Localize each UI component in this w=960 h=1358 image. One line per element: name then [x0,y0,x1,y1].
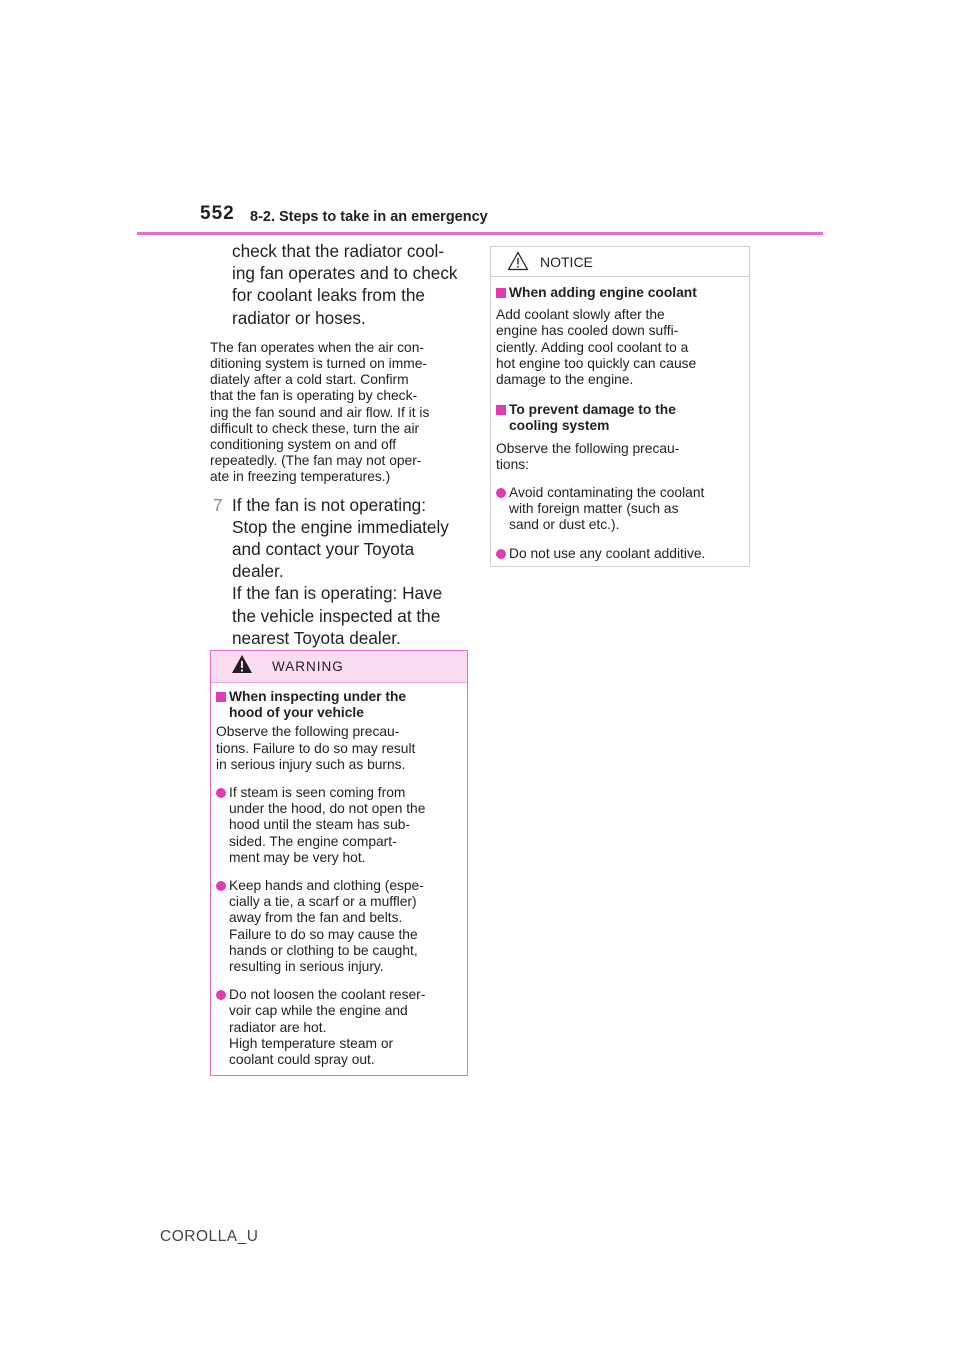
note-line: ing the fan sound and air flow. If it is [210,404,430,420]
para-line: ciently. Adding cool coolant to a [496,339,689,355]
notice-body: When adding engine coolant Add coolant s… [491,277,749,562]
bullet-line: Do not loosen the coolant reser- [229,987,426,1003]
warning-bullet-clothing: Keep hands and clothing (espe- cially a … [216,878,462,975]
warning-bullet-steam: If steam is seen coming from under the h… [216,785,462,866]
bullet-line: sand or dust etc.). [509,517,620,533]
heading-line: When inspecting under the [229,689,407,704]
warning-triangle-icon [232,655,252,673]
step-number: 7 [213,494,223,515]
heading-line: hood of your vehicle [229,705,364,721]
note-line: that the fan is operating by check- [210,388,418,404]
round-bullet-icon [216,788,226,799]
bullet-line: with foreign matter (such as [509,501,679,517]
note-line: diately after a cold start. Confirm [210,372,409,388]
step-line: If the fan is operating: Have [232,583,443,604]
notice-bullet-additive: Do not use any coolant additive. [496,546,744,562]
bullet-line: hands or clothing to be caught, [229,942,418,958]
note-line: repeatedly. (The fan may not oper- [210,453,422,469]
bullet-line: Keep hands and clothing (espe- [229,878,424,894]
bullet-line: If steam is seen coming from [229,785,406,801]
bullet-line: resulting in serious injury. [229,959,384,975]
para-line: Observe the following precau- [496,440,680,456]
heading-line: To prevent damage to the [509,402,676,418]
fan-note: The fan operates when the air con- ditio… [210,340,472,486]
bullet-line: radiator are hot. [229,1019,327,1035]
bullet-line: Avoid contaminating the coolant [509,485,705,501]
note-line: ditioning system is turned on imme- [210,356,428,372]
intro-line: Observe the following precau- [216,724,400,740]
square-bullet-icon [216,692,226,702]
notice-header: NOTICE [491,247,749,277]
bullet-line: under the hood, do not open the [229,801,426,817]
warning-intro: Observe the following precau- tions. Fai… [216,724,462,773]
heading-line: cooling system [509,418,610,434]
bullet-line: High temperature steam or [229,1035,394,1051]
lead-line: ing fan operates and to check [232,263,458,284]
notice-heading-prevent-damage: To prevent damage to the cooling system [496,402,744,434]
step-line: Stop the engine immediately [232,516,449,537]
notice-box: NOTICE When adding engine coolant Add co… [490,246,750,567]
caution-triangle-icon [507,251,529,271]
step-line: If the fan is not operating: [232,494,426,515]
lead-line: for coolant leaks from the [232,285,425,306]
round-bullet-icon [216,881,226,892]
lead-line: radiator or hoses. [232,307,366,328]
round-bullet-icon [496,548,506,559]
warning-label: WARNING [272,659,344,674]
header-rule [137,232,823,235]
para-line: tions: [496,456,529,472]
step-7: 7 If the fan is not operating: Stop the … [210,494,472,649]
bullet-line: ment may be very hot. [229,849,366,865]
left-column: check that the radiator cool- ing fan op… [210,240,472,649]
note-line: The fan operates when the air con- [210,339,424,355]
intro-line: tions. Failure to do so may result [216,740,416,756]
step-line: and contact your Toyota [232,539,415,560]
para-line: engine has cooled down suffi- [496,323,679,339]
para-line: damage to the engine. [496,372,634,388]
bullet-line: away from the fan and belts. [229,910,403,926]
warning-heading: When inspecting under the hood of your v… [216,689,462,721]
bullet-line: sided. The engine compart- [229,833,397,849]
bullet-line: coolant could spray out. [229,1052,375,1068]
round-bullet-icon [496,488,506,499]
section-title: 8-2. Steps to take in an emergency [250,209,488,225]
notice-prevent-damage-intro: Observe the following precau- tions: [496,441,744,473]
warning-body: When inspecting under the hood of your v… [211,683,467,1068]
bullet-line: cially a tie, a scarf or a muffler) [229,894,417,910]
step-line: the vehicle inspected at the [232,605,441,626]
lead-text: check that the radiator cool- ing fan op… [232,240,472,329]
step-line: dealer. [232,561,284,582]
bullet-line: Do not use any coolant additive. [509,545,706,561]
bullet-line: voir cap while the engine and [229,1003,408,1019]
footer-model: COROLLA_U [160,1228,259,1245]
notice-adding-coolant-text: Add coolant slowly after the engine has … [496,307,744,388]
heading-line: When adding engine coolant [509,285,697,300]
square-bullet-icon [496,405,506,416]
para-line: hot engine too quickly can cause [496,355,697,371]
notice-label: NOTICE [540,254,593,270]
warning-header: WARNING [211,651,467,683]
intro-line: in serious injury such as burns. [216,756,406,772]
warning-bullet-reservoir-cap: Do not loosen the coolant reser- voir ca… [216,987,462,1068]
warning-box: WARNING When inspecting under the hood o… [210,650,468,1076]
page-number: 552 [200,203,235,224]
note-line: ate in freezing temperatures.) [210,469,391,485]
para-line: Add coolant slowly after the [496,307,665,323]
notice-bullet-contamination: Avoid contaminating the coolant with for… [496,485,744,534]
bullet-line: hood until the steam has sub- [229,817,411,833]
square-bullet-icon [496,288,506,298]
step-line: nearest Toyota dealer. [232,627,401,648]
notice-heading-adding-coolant: When adding engine coolant [496,285,744,301]
round-bullet-icon [216,990,226,1001]
lead-line: check that the radiator cool- [232,241,445,261]
note-line: conditioning system on and off [210,437,397,453]
note-line: difficult to check these, turn the air [210,420,420,436]
bullet-line: Failure to do so may cause the [229,926,418,942]
